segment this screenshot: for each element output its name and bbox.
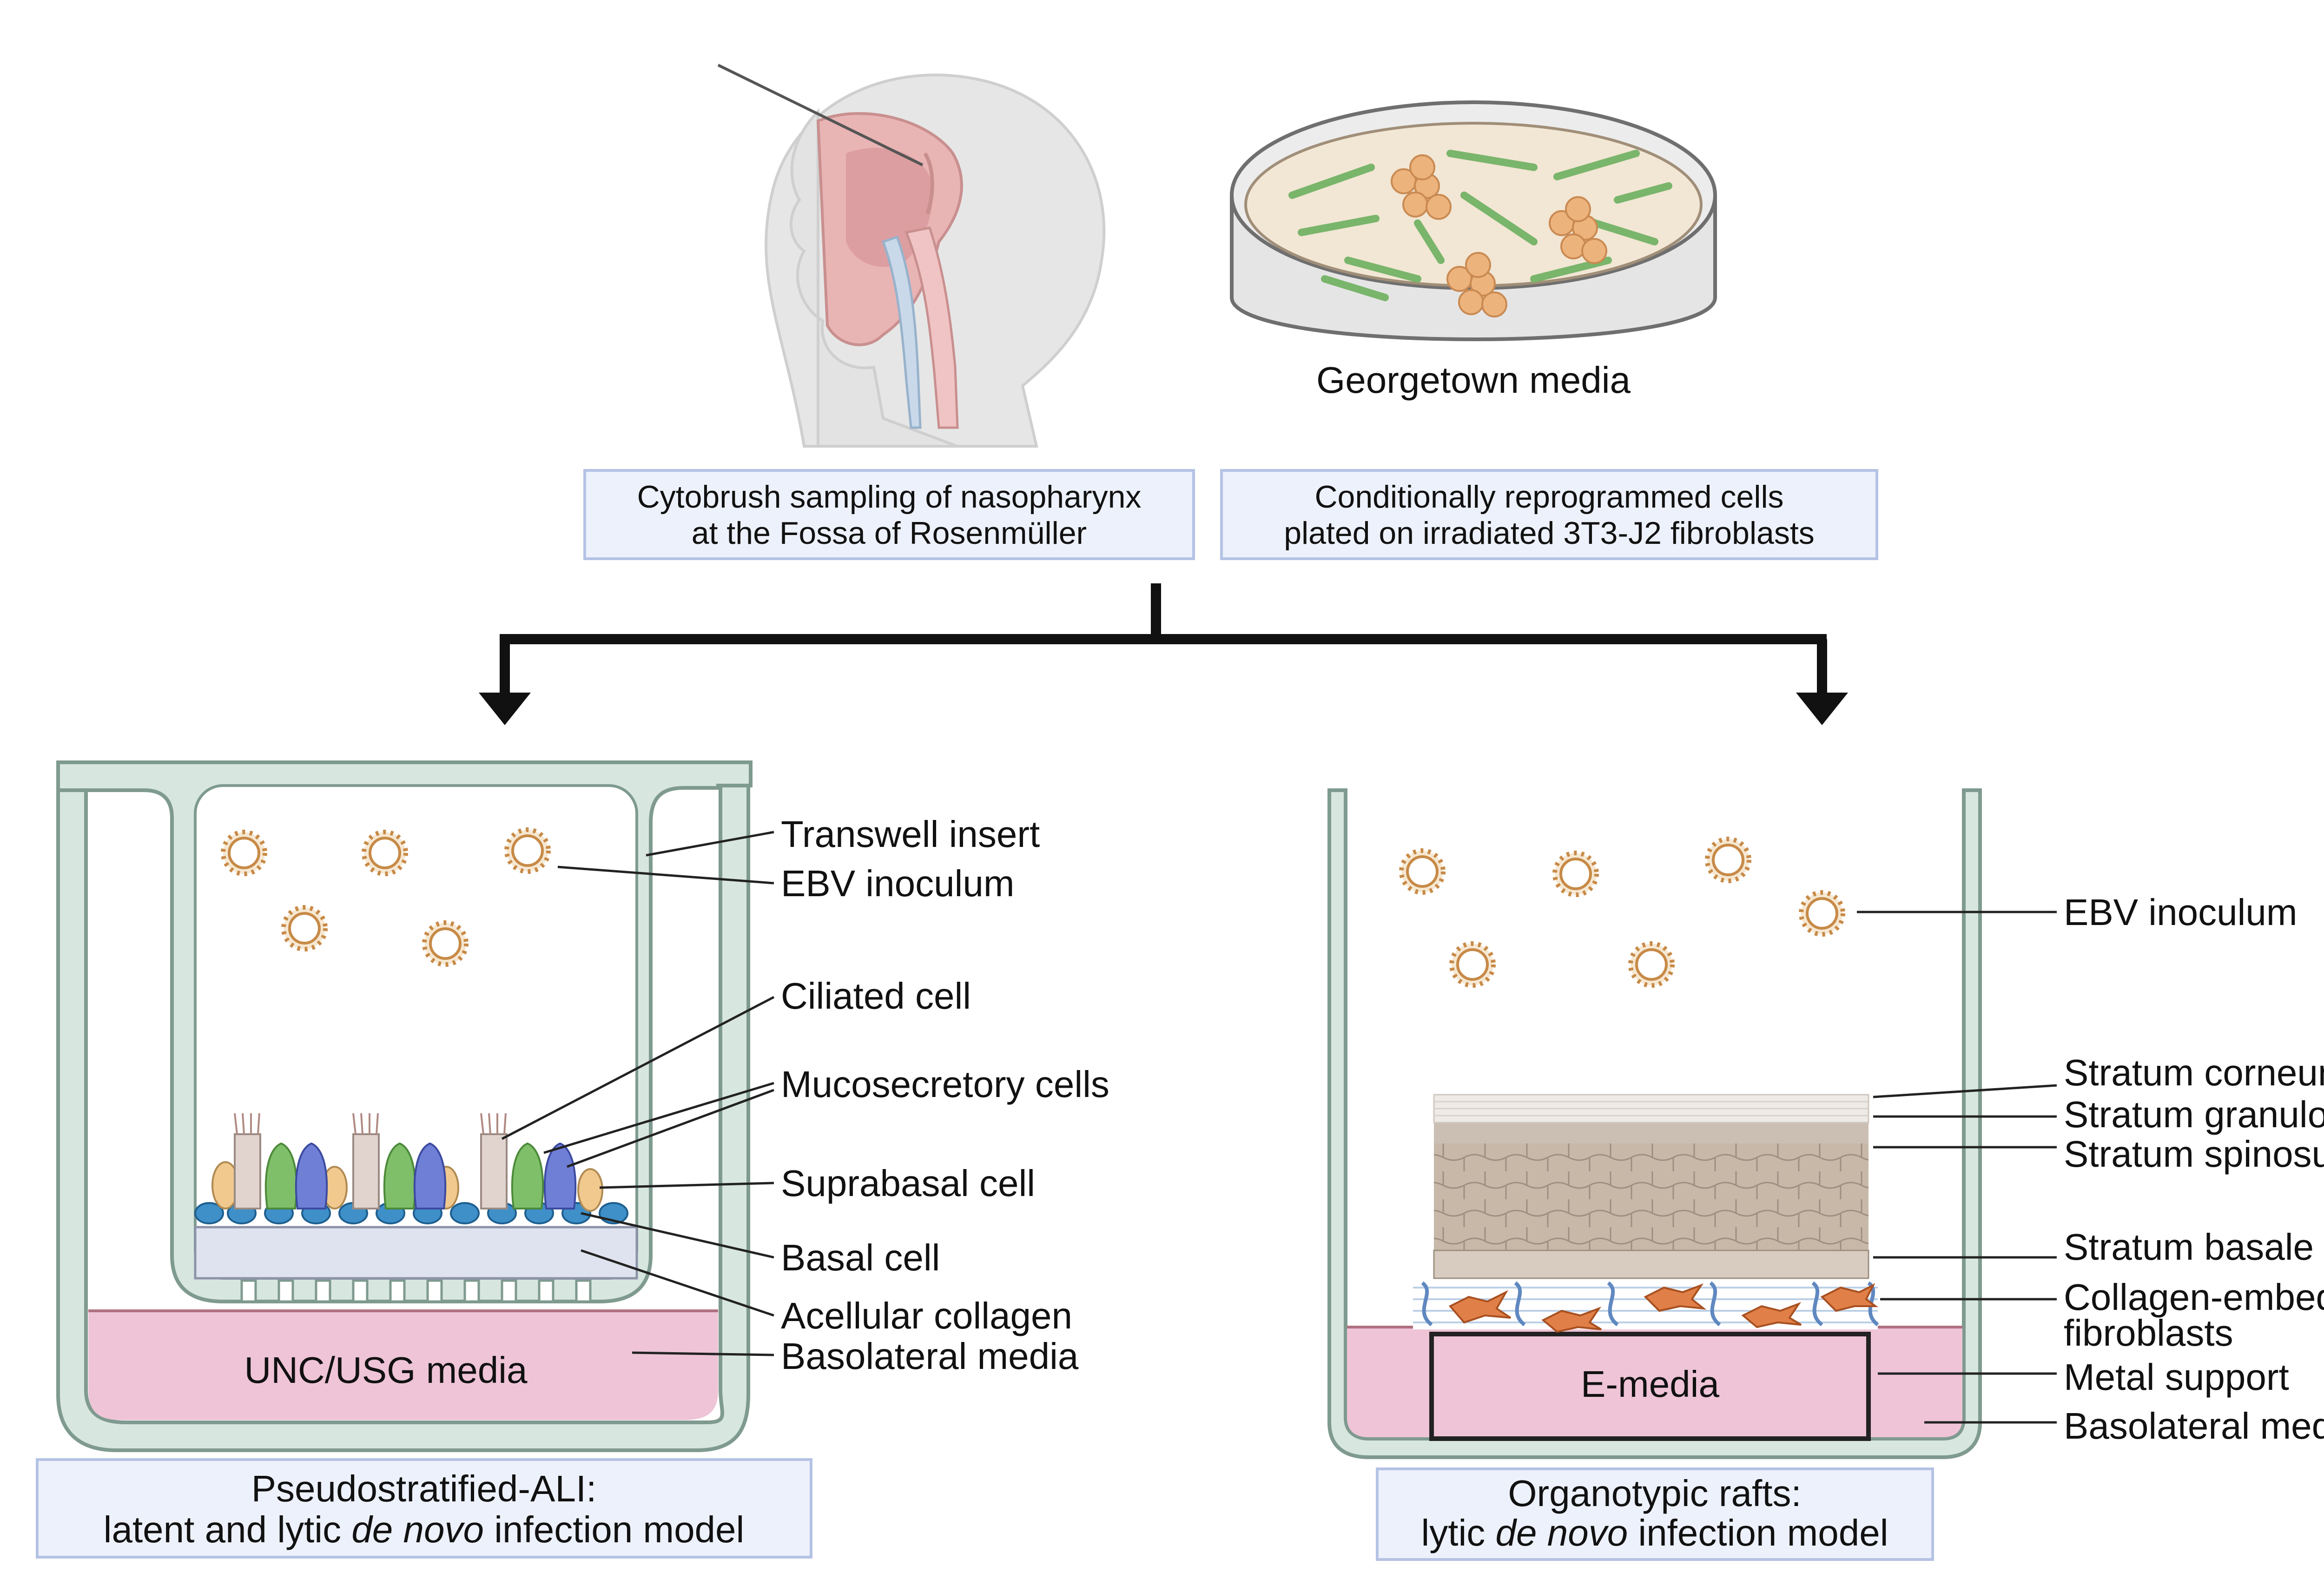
petri-dish-illustration: Georgetown media (1230, 100, 1717, 401)
label-collagen-embedded: Collagen-embedded (2064, 1276, 2324, 1318)
top-right-caption-box: Conditionally reprogrammed cells plated … (1220, 469, 1878, 560)
label-stratum-corneum: Stratum corneum (2064, 1052, 2324, 1093)
label-stratum-spinosum: Stratum spinosum (2064, 1133, 2324, 1175)
fibroblast-cells (1448, 1283, 1878, 1333)
branch-arrows (500, 583, 1827, 693)
label-transwell-insert: Transwell insert (781, 813, 1040, 855)
arrow-left-head (479, 693, 531, 725)
virus-icon (1399, 848, 1446, 895)
transwell-diagram: UNC/USG media (56, 760, 753, 1452)
stratum-granulosum-layer (1434, 1123, 1868, 1143)
virus-icon (504, 827, 551, 874)
left-media-label: UNC/USG media (244, 1349, 528, 1391)
label-basolateral-media-left: Basolateral media (781, 1335, 1079, 1377)
label-ciliated-cell: Ciliated cell (781, 975, 971, 1017)
label-basolateral-media-right: Basolateral media (2064, 1405, 2324, 1447)
label-stratum-basale: Stratum basale (2064, 1226, 2314, 1268)
left-title-line1: Pseudostratified-ALI: (251, 1468, 597, 1509)
right-title-line1: Organotypic rafts: (1508, 1473, 1801, 1514)
stratum-basale-layer (1433, 1249, 1869, 1279)
raft-diagram: E-media (1327, 788, 1982, 1459)
cytobrush-icon (717, 64, 924, 166)
top-left-caption-line1: Cytobrush sampling of nasopharynx (637, 479, 1142, 515)
virus-icon (422, 920, 469, 967)
label-ebv-inoculum-left: EBV inoculum (781, 863, 1014, 904)
top-right-caption-line1: Conditionally reprogrammed cells (1314, 479, 1783, 515)
left-title-line2: latent and lytic de novo infection model (104, 1509, 745, 1550)
label-mucosecretory-cells: Mucosecretory cells (781, 1064, 1109, 1105)
virus-icon (1799, 890, 1845, 937)
arrow-right-head (1796, 693, 1848, 725)
virus-icon (1705, 837, 1751, 883)
label-fibroblasts: fibroblasts (2064, 1312, 2233, 1354)
petri-media-label: Georgetown media (1316, 359, 1631, 401)
virus-icon (1552, 851, 1599, 897)
label-stratum-granulosum: Stratum granulosum (2064, 1094, 2324, 1135)
left-labels: Transwell insert EBV inoculum Ciliated c… (781, 813, 1109, 1377)
right-title-box: Organotypic rafts: lytic de novo infecti… (1376, 1467, 1934, 1561)
head-illustration (717, 64, 1106, 448)
virus-icon (281, 905, 328, 952)
top-right-caption-line2: plated on irradiated 3T3-J2 fibroblasts (1284, 515, 1815, 551)
acellular-collagen-layer (194, 1226, 638, 1280)
virus-icon (1449, 941, 1496, 988)
label-ebv-inoculum-right: EBV inoculum (2064, 892, 2297, 933)
left-leader-lines (501, 831, 775, 1356)
virus-icon (221, 830, 267, 876)
label-acellular-collagen: Acellular collagen (781, 1295, 1072, 1336)
label-basal-cell: Basal cell (781, 1237, 940, 1278)
virus-icon (362, 830, 408, 876)
right-media-label: E-media (1581, 1363, 1719, 1405)
top-left-caption-box: Cytobrush sampling of nasopharynx at the… (583, 469, 1195, 560)
right-ebv-particles (1399, 837, 1845, 988)
label-suprabasal-cell: Suprabasal cell (781, 1163, 1035, 1204)
left-ebv-particles (221, 827, 551, 967)
metal-support (1429, 1332, 1871, 1441)
left-title-box: Pseudostratified-ALI: latent and lytic d… (36, 1458, 812, 1559)
top-left-caption-line2: at the Fossa of Rosenmüller (692, 515, 1087, 551)
right-labels: EBV inoculum Stratum corneum Stratum gra… (2064, 892, 2324, 1447)
right-title-line2: lytic de novo infection model (1421, 1512, 1888, 1553)
virus-icon (1628, 941, 1675, 988)
label-metal-support: Metal support (2064, 1356, 2289, 1398)
right-leader-lines (1857, 911, 2057, 1424)
